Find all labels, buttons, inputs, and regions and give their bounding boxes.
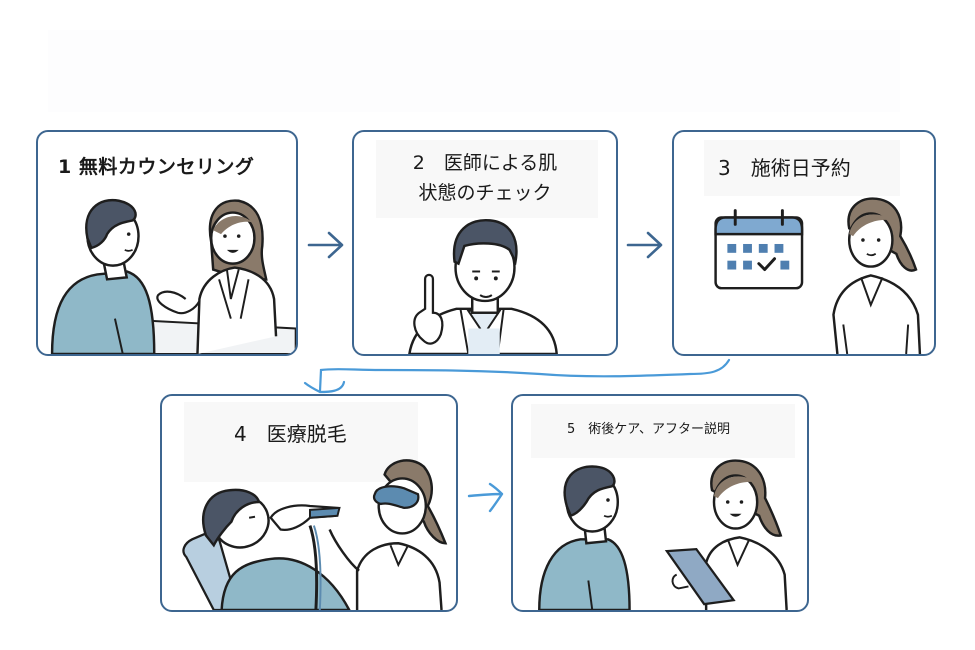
practitioner-uniform [355,542,443,610]
arrow-right-icon [626,231,663,259]
aftercare-illustration [538,459,788,610]
doctor-illustration [408,219,558,354]
step-2-title-line-1: 2 医師による肌 [412,152,558,174]
arrow-right-icon [467,482,504,513]
step-2-title-background [376,140,598,218]
counseling-illustration [50,198,296,354]
step-2-doctor-skin-check: 2 医師による肌 状態のチェック [352,130,618,356]
protective-goggles-icon [372,485,420,510]
step-2-title: 2 医師による肌 状態のチェック [354,148,616,208]
counselor-coat [196,266,278,354]
arrow-right-icon [307,231,344,259]
step-1-free-counseling: 1 無料カウンセリング [36,130,298,356]
doctor-pointing-hand [413,273,444,345]
clipboard-icon [664,547,736,606]
step-5-title-background [531,404,795,458]
calendar-icon [714,209,804,290]
patient-body [538,538,631,610]
hair-removal-illustration [182,459,448,610]
step-1-title: 1 無料カウンセリング [58,156,255,178]
check-icon [757,257,777,271]
patient-hair [563,465,616,518]
counselor-hand [156,290,201,315]
step-4-title-background [184,402,418,482]
step-4-medical-hair-removal: 4 医療脱毛 [160,394,458,612]
doctor-hair [452,219,518,266]
step-3-treatment-booking: 3 施術日予約 [672,130,936,356]
step-5-aftercare-explanation: 5 術後ケア、アフター説明 [511,394,809,612]
step-5-title: 5 術後ケア、アフター説明 [567,422,730,437]
step-4-title: 4 医療脱毛 [234,422,347,446]
patient-hair [85,198,137,250]
top-banner-blank [48,30,900,112]
step-3-title-background [704,140,900,196]
nurse-uniform [832,274,922,354]
patient-body [220,557,351,610]
step-2-title-line-2: 状態のチェック [418,182,552,204]
patient-hair [202,488,261,548]
patient-body [50,270,156,354]
step-3-title: 3 施術日予約 [718,156,851,180]
booking-illustration [714,197,922,354]
